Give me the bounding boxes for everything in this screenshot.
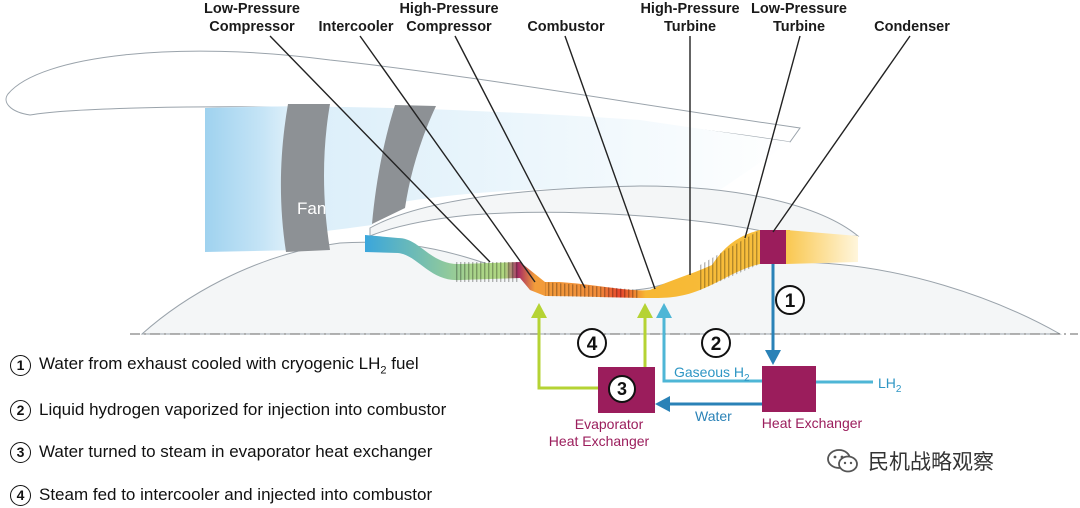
gaseous-h2-line — [662, 316, 762, 383]
step3-number: 3 — [617, 379, 627, 399]
label-lp-compressor-2: Compressor — [209, 19, 295, 35]
water-arrow — [655, 396, 670, 412]
label-lp-turbine-1: Low-Pressure — [751, 1, 847, 17]
label-hp-turbine-1: High-Pressure — [640, 1, 739, 17]
steam-arrow-combustor — [637, 303, 653, 318]
step2-circle — [701, 328, 731, 358]
condenser-block — [760, 230, 786, 264]
gaseous-h2-label: Gaseous H2 — [674, 364, 750, 384]
core-flow-path — [365, 230, 790, 298]
legend-item-2: 2 Liquid hydrogen vaporized for injectio… — [10, 397, 446, 423]
hp-compressor-stripes — [545, 282, 640, 298]
watermark: 民机战略观察 — [826, 446, 994, 476]
label-condenser: Condenser — [874, 19, 950, 35]
water-label: Water — [695, 408, 732, 424]
legend-item-3: 3 Water turned to steam in evaporator he… — [10, 439, 432, 465]
legend-number-4: 4 — [10, 484, 31, 506]
legend-text-4: Steam fed to intercooler and injected in… — [39, 485, 433, 504]
label-intercooler: Intercooler — [319, 19, 394, 35]
step2-number: 2 — [711, 334, 722, 355]
legend-number-3: 3 — [10, 441, 31, 463]
fan-label: Fan — [297, 199, 326, 218]
evaporator-label-1: Evaporator — [575, 416, 644, 432]
turbine-stripes — [700, 230, 760, 290]
legend-item-1: 1 Water from exhaust cooled with cryogen… — [10, 352, 419, 378]
heat-exchanger-box — [762, 366, 816, 412]
steam-line-intercooler — [537, 316, 598, 390]
label-lp-compressor-1: Low-Pressure — [204, 1, 300, 17]
leader-lines — [269, 35, 911, 290]
label-hp-compressor-2: Compressor — [406, 19, 492, 35]
exhaust-water-arrow — [765, 350, 781, 365]
compressor-stripes — [455, 262, 520, 282]
step3-circle — [608, 375, 636, 403]
legend-text-2: Liquid hydrogen vaporized for injection … — [39, 400, 447, 419]
step4-circle — [577, 328, 607, 358]
heat-exchanger-label: Heat Exchanger — [762, 415, 863, 431]
label-hp-compressor-1: High-Pressure — [399, 1, 498, 17]
lh2-label: LH2 — [878, 375, 902, 395]
legend-number-2: 2 — [10, 399, 31, 421]
watermark-text: 民机战略观察 — [868, 450, 994, 474]
legend-item-4: 4 Steam fed to intercooler and injected … — [10, 482, 432, 508]
evaporator-label-2: Heat Exchanger — [549, 433, 650, 449]
component-labels: Low-Pressure Compressor Intercooler High… — [204, 1, 950, 35]
bypass-duct — [205, 106, 790, 250]
legend-text-1: Water from exhaust cooled with cryogenic… — [39, 353, 419, 377]
exhaust-plume — [786, 230, 858, 264]
fan-blade-2 — [372, 105, 436, 224]
core-cowl — [369, 185, 860, 238]
legend-text-3: Water turned to steam in evaporator heat… — [39, 442, 433, 461]
fan-blade-1 — [280, 104, 330, 252]
label-hp-turbine-2: Turbine — [664, 19, 716, 35]
gaseous-h2-arrow — [656, 303, 672, 318]
step1-circle — [775, 285, 805, 315]
label-lp-turbine-2: Turbine — [773, 19, 825, 35]
steam-arrow-intercooler — [531, 303, 547, 318]
step1-number: 1 — [785, 291, 796, 312]
flow-schematic: 3 4 2 1 Gaseous H2 Water LH2 Heat Exchan… — [531, 264, 902, 449]
fan-stream — [205, 106, 300, 252]
label-combustor: Combustor — [527, 19, 605, 35]
legend-number-1: 1 — [10, 354, 31, 376]
wechat-icon — [827, 449, 858, 473]
step4-number: 4 — [587, 334, 598, 355]
